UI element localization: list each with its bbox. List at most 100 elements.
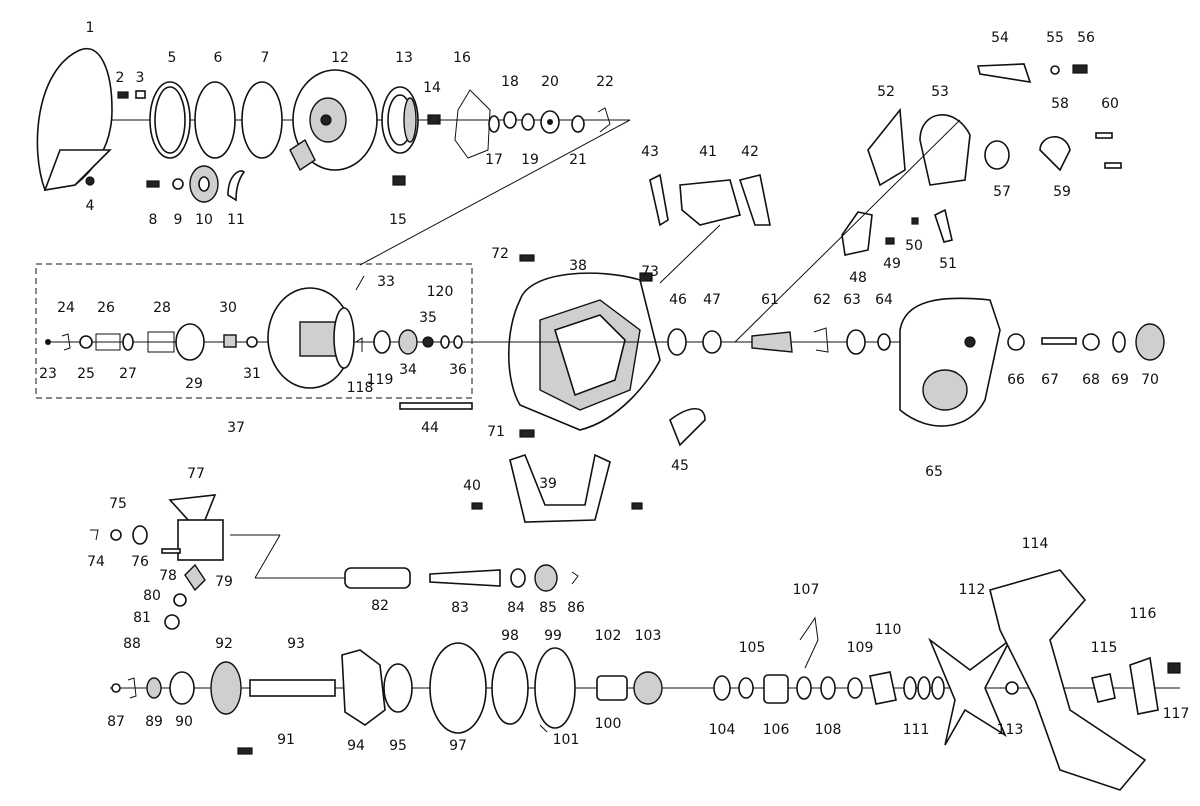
part-label-11: 11 [227, 212, 245, 228]
part-label-84: 84 [507, 600, 525, 616]
part-label-36: 36 [449, 362, 467, 378]
part-label-42: 42 [741, 144, 759, 160]
part-label-64: 64 [875, 292, 893, 308]
part-label-43: 43 [641, 144, 659, 160]
part-label-101: 101 [553, 732, 580, 748]
part-label-19: 19 [521, 152, 539, 168]
part-label-79: 79 [215, 574, 233, 590]
part-label-55: 55 [1046, 30, 1064, 46]
part-label-20: 20 [541, 74, 559, 90]
part-label-8: 8 [149, 212, 158, 228]
row1-parts [36, 47, 631, 266]
part-label-33: 33 [377, 274, 395, 290]
part-label-49: 49 [883, 256, 901, 272]
part-label-94: 94 [347, 738, 365, 754]
part-label-70: 70 [1141, 372, 1159, 388]
part-label-62: 62 [813, 292, 831, 308]
part-label-103: 103 [635, 628, 662, 644]
part-label-66: 66 [1007, 372, 1025, 388]
part-label-108: 108 [815, 722, 842, 738]
part-label-28: 28 [153, 300, 171, 316]
part-label-35: 35 [419, 310, 437, 326]
part-label-99: 99 [544, 628, 562, 644]
part-label-87: 87 [107, 714, 125, 730]
part-label-119: 119 [367, 372, 394, 388]
part-label-44: 44 [421, 420, 439, 436]
part-label-72: 72 [491, 246, 509, 262]
part-label-26: 26 [97, 300, 115, 316]
part-label-53: 53 [931, 84, 949, 100]
part-label-2: 2 [116, 70, 125, 86]
part-label-106: 106 [763, 722, 790, 738]
part-label-39: 39 [539, 476, 557, 492]
part-label-90: 90 [175, 714, 193, 730]
part-label-85: 85 [539, 600, 557, 616]
part-label-37: 37 [227, 420, 245, 436]
part-label-54: 54 [991, 30, 1009, 46]
part-label-73: 73 [641, 264, 659, 280]
part-label-82: 82 [371, 598, 389, 614]
part-label-63: 63 [843, 292, 861, 308]
part-label-40: 40 [463, 478, 481, 494]
part-label-7: 7 [261, 50, 270, 66]
part-label-120: 120 [427, 284, 454, 300]
part-label-58: 58 [1051, 96, 1069, 112]
level-wind-group [90, 494, 579, 630]
part-label-98: 98 [501, 628, 519, 644]
part-label-24: 24 [57, 300, 75, 316]
part-label-10: 10 [195, 212, 213, 228]
part-label-86: 86 [567, 600, 585, 616]
part-label-29: 29 [185, 376, 203, 392]
part-label-34: 34 [399, 362, 417, 378]
part-label-80: 80 [143, 588, 161, 604]
part-label-109: 109 [847, 640, 874, 656]
part-label-65: 65 [925, 464, 943, 480]
part-label-89: 89 [145, 714, 163, 730]
part-label-52: 52 [877, 84, 895, 100]
part-label-47: 47 [703, 292, 721, 308]
part-label-18: 18 [501, 74, 519, 90]
part-label-30: 30 [219, 300, 237, 316]
part-label-102: 102 [595, 628, 622, 644]
part-label-104: 104 [709, 722, 736, 738]
part-label-93: 93 [287, 636, 305, 652]
part-label-95: 95 [389, 738, 407, 754]
part-label-116: 116 [1130, 606, 1157, 622]
part-label-1: 1 [86, 20, 95, 36]
gear-train-group [110, 569, 1181, 791]
part-label-91: 91 [277, 732, 295, 748]
part-label-38: 38 [569, 258, 587, 274]
part-label-61: 61 [761, 292, 779, 308]
part-label-74: 74 [87, 554, 105, 570]
part-label-117: 117 [1163, 706, 1190, 722]
part-label-75: 75 [109, 496, 127, 512]
part-label-57: 57 [993, 184, 1011, 200]
part-label-92: 92 [215, 636, 233, 652]
right-side-group [667, 63, 1165, 427]
part-label-71: 71 [487, 424, 505, 440]
part-label-9: 9 [174, 212, 183, 228]
part-label-60: 60 [1101, 96, 1119, 112]
part-label-51: 51 [939, 256, 957, 272]
part-label-41: 41 [699, 144, 717, 160]
part-label-111: 111 [903, 722, 930, 738]
part-label-16: 16 [453, 50, 471, 66]
part-label-69: 69 [1111, 372, 1129, 388]
part-label-25: 25 [77, 366, 95, 382]
part-label-4: 4 [86, 198, 95, 214]
part-label-48: 48 [849, 270, 867, 286]
part-label-15: 15 [389, 212, 407, 228]
part-label-78: 78 [159, 568, 177, 584]
part-label-100: 100 [595, 716, 622, 732]
part-label-115: 115 [1091, 640, 1118, 656]
part-label-114: 114 [1022, 536, 1049, 552]
part-label-13: 13 [395, 50, 413, 66]
part-label-83: 83 [451, 600, 469, 616]
part-label-12: 12 [331, 50, 349, 66]
part-label-21: 21 [569, 152, 587, 168]
part-label-110: 110 [875, 622, 902, 638]
part-label-68: 68 [1082, 372, 1100, 388]
part-label-6: 6 [214, 50, 223, 66]
